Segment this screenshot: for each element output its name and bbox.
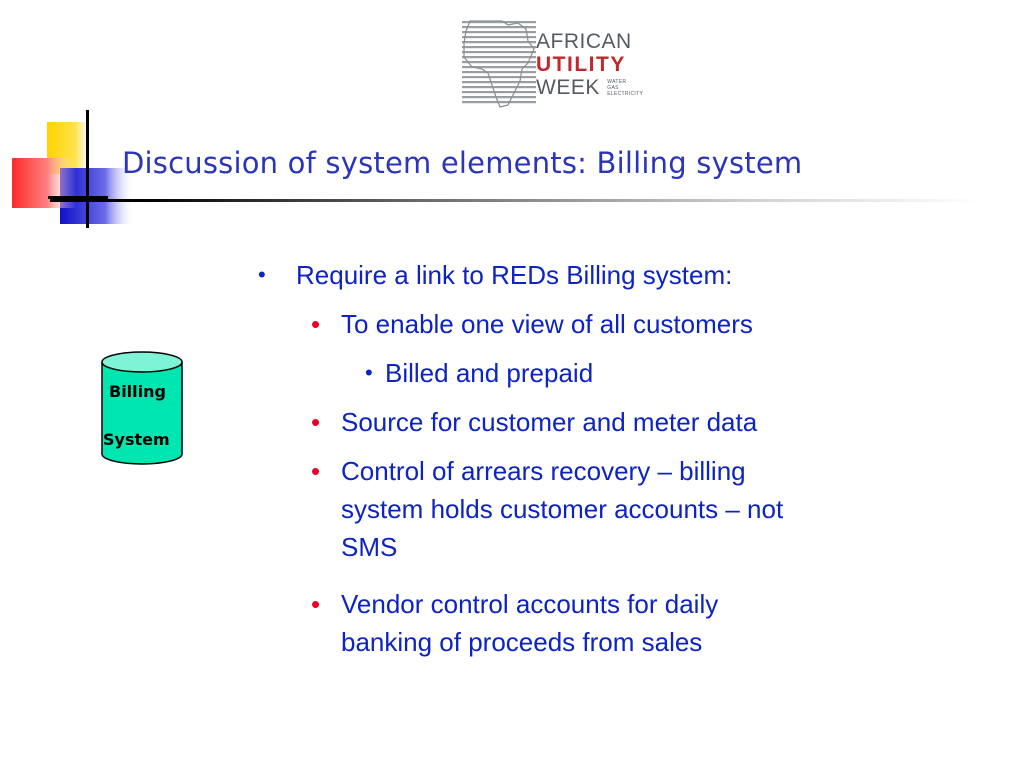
slide-title: Discussion of system elements: Billing s… bbox=[122, 146, 803, 180]
logo-line-week: WEEK bbox=[536, 76, 600, 99]
bullet-marker: • bbox=[311, 456, 321, 486]
bullet-marker: • bbox=[311, 407, 321, 437]
billing-system-cylinder-icon bbox=[101, 351, 183, 465]
bullet-text-line: SMS bbox=[341, 532, 398, 562]
bullet-text: Source for customer and meter data bbox=[341, 407, 758, 437]
bullet-marker: • bbox=[365, 360, 373, 385]
bullet-text-line: Vendor control accounts for daily bbox=[341, 589, 719, 619]
title-underline bbox=[50, 199, 980, 202]
bullet-text-line: banking of proceeds from sales bbox=[341, 627, 703, 657]
bullet-text-line: system holds customer accounts – not bbox=[341, 494, 784, 524]
bullet-item: • Vendor control accounts for daily bank… bbox=[311, 585, 941, 661]
bullet-item: • Billed and prepaid bbox=[365, 354, 945, 392]
bullet-text: Billed and prepaid bbox=[385, 358, 594, 388]
bullet-item: • Source for customer and meter data bbox=[311, 403, 941, 441]
logo-subtitle: WATER GAS ELECTRICITY bbox=[607, 79, 643, 97]
bullet-text-line: Control of arrears recovery – billing bbox=[341, 456, 746, 486]
bullet-marker: • bbox=[311, 309, 321, 339]
logo-row-week: WEEK WATER GAS ELECTRICITY bbox=[536, 77, 643, 98]
bullet-text: To enable one view of all customers bbox=[341, 309, 753, 339]
bullet-text: Require a link to REDs Billing system: bbox=[296, 260, 733, 290]
african-utility-week-logo: AFRICAN UTILITY WEEK WATER GAS ELECTRICI… bbox=[462, 19, 644, 109]
bullet-marker: • bbox=[258, 262, 266, 287]
logo-subtitle-water: WATER bbox=[607, 79, 627, 85]
bullet-marker: • bbox=[311, 589, 321, 619]
logo-line-utility: UTILITY bbox=[536, 53, 626, 76]
cylinder-label-system: System bbox=[103, 430, 170, 449]
bullet-item: • To enable one view of all customers bbox=[311, 305, 941, 343]
logo-subtitle-gas: GAS bbox=[607, 85, 619, 91]
africa-map-icon bbox=[462, 19, 536, 109]
cylinder-label-billing: Billing bbox=[109, 382, 166, 401]
logo-wordmark: AFRICAN UTILITY WEEK WATER GAS ELECTRICI… bbox=[536, 31, 643, 98]
logo-line-african: AFRICAN bbox=[536, 30, 632, 53]
logo-subtitle-electricity: ELECTRICITY bbox=[607, 91, 644, 97]
bullet-item: • Control of arrears recovery – billing … bbox=[311, 452, 981, 566]
bullet-item: • Require a link to REDs Billing system: bbox=[258, 256, 916, 294]
